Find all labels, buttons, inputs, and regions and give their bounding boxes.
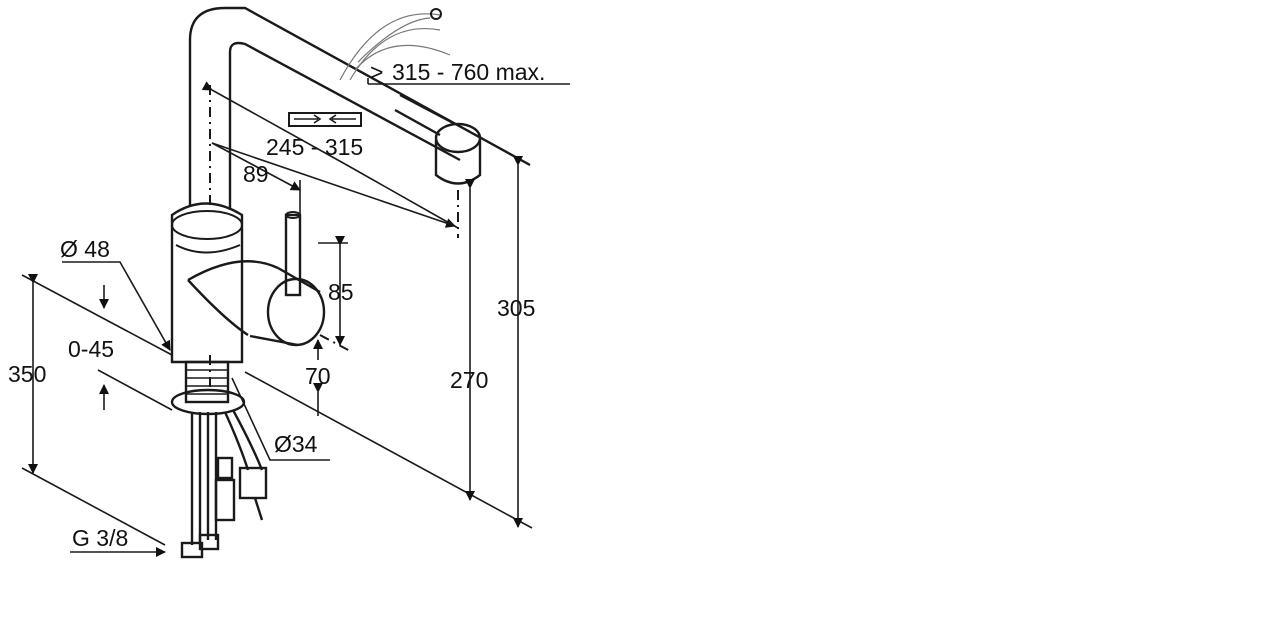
offset-89-label: 89	[243, 161, 269, 187]
base-diameter-label: Ø 48	[60, 236, 110, 262]
spout-range-label: 245 - 315	[266, 134, 363, 160]
faucet-body	[170, 6, 531, 559]
hose-reach-prefix: >	[370, 59, 383, 85]
worktop-lines	[21, 274, 533, 546]
total-height-label: 350	[8, 361, 46, 387]
offset-89-dimension	[211, 142, 301, 215]
handle-base-label: 70	[305, 363, 331, 389]
hose-swing	[339, 8, 451, 81]
connection-label: G 3/8	[72, 525, 128, 551]
hole-diameter-label: Ø34	[274, 431, 318, 457]
centerlines	[209, 85, 459, 390]
max-height-label: 305	[497, 295, 535, 321]
handle-85-dimension	[318, 236, 348, 346]
hose-reach-dimension	[367, 78, 570, 85]
leader-lines	[62, 261, 330, 557]
hose-reach-label: 315 - 760 max.	[392, 59, 545, 85]
outlet-height-label: 270	[450, 367, 488, 393]
handle-height-label: 85	[328, 279, 354, 305]
depth-range-label: 0-45	[68, 336, 114, 362]
spout-reach-dimension	[201, 81, 459, 229]
